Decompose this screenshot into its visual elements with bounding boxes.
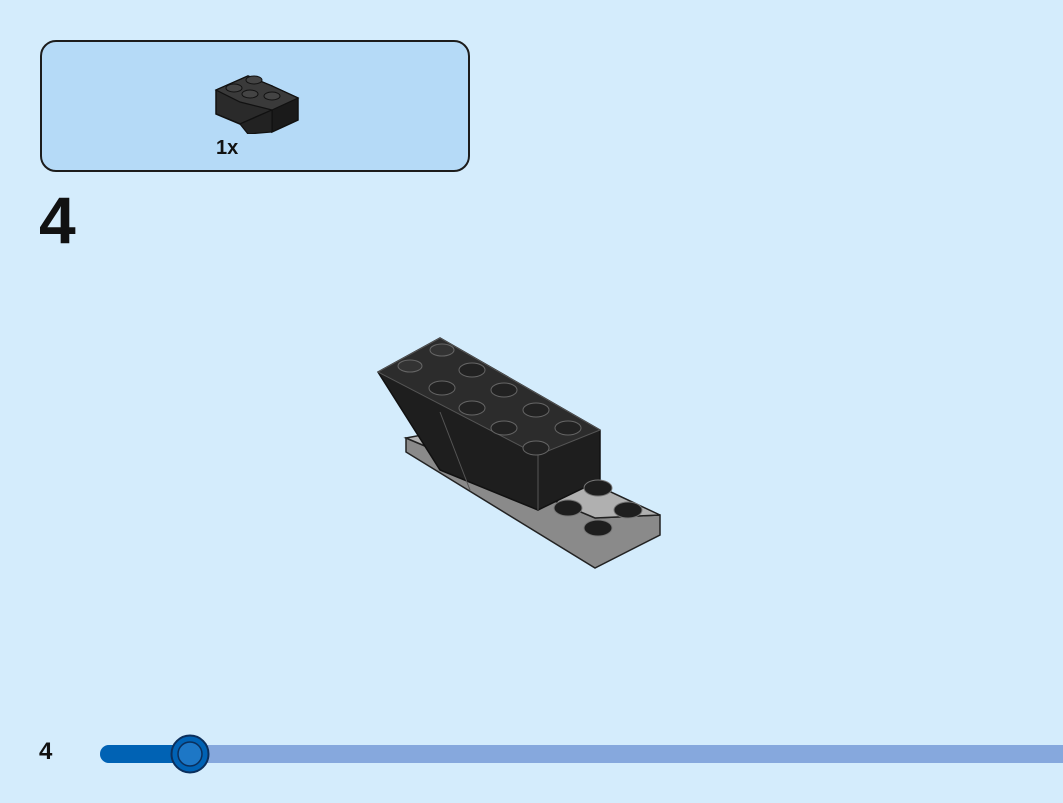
progress-track bbox=[100, 745, 1063, 763]
page-number: 4 bbox=[39, 738, 53, 765]
model-assembly-illustration bbox=[376, 337, 661, 569]
progress-fill bbox=[100, 745, 190, 763]
parts-callout: 1x bbox=[40, 40, 470, 172]
black-corner-brick-icon bbox=[214, 75, 300, 134]
step-number: 4 bbox=[39, 183, 76, 257]
progress-knob bbox=[170, 734, 210, 774]
part-quantity: 1x bbox=[216, 137, 239, 159]
